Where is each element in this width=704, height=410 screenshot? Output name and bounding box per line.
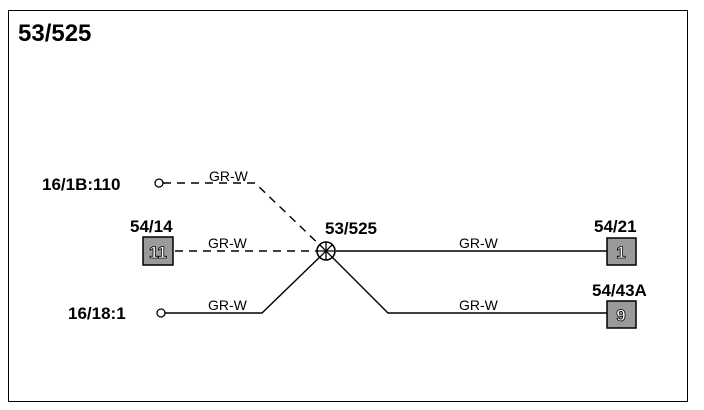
label-54-21: 54/21 bbox=[594, 217, 637, 236]
connector-pin: 11 bbox=[149, 243, 167, 262]
label-splice-53-525: 53/525 bbox=[325, 219, 377, 238]
label-54-43a: 54/43A bbox=[592, 281, 647, 300]
connector-pin: 1 bbox=[616, 243, 625, 262]
splice-node bbox=[316, 241, 336, 261]
wire-right-lower bbox=[325, 250, 607, 314]
wire-bottom bbox=[165, 250, 327, 314]
diagram-title: 53/525 bbox=[18, 20, 91, 47]
connector-54-14: 11 bbox=[142, 236, 174, 266]
terminal-bottom bbox=[156, 308, 166, 318]
label-16-18-1: 16/18:1 bbox=[68, 304, 126, 323]
connector-pin: 9 bbox=[616, 306, 625, 325]
wire-label-middle: GR-W bbox=[208, 235, 248, 251]
wire-label-right-upper: GR-W bbox=[459, 235, 499, 251]
connector-54-43a: 9 bbox=[606, 300, 637, 329]
wire-label-bottom: GR-W bbox=[208, 297, 248, 313]
wire-label-top: GR-W bbox=[209, 168, 249, 184]
diagram-frame bbox=[8, 10, 688, 402]
wire-top-dashed bbox=[163, 182, 327, 252]
connector-54-21: 1 bbox=[606, 237, 637, 266]
wire-label-right-lower: GR-W bbox=[459, 297, 499, 313]
terminal-top bbox=[154, 178, 164, 188]
label-16-1b-110: 16/1B:110 bbox=[42, 175, 120, 194]
label-54-14: 54/14 bbox=[130, 217, 173, 236]
